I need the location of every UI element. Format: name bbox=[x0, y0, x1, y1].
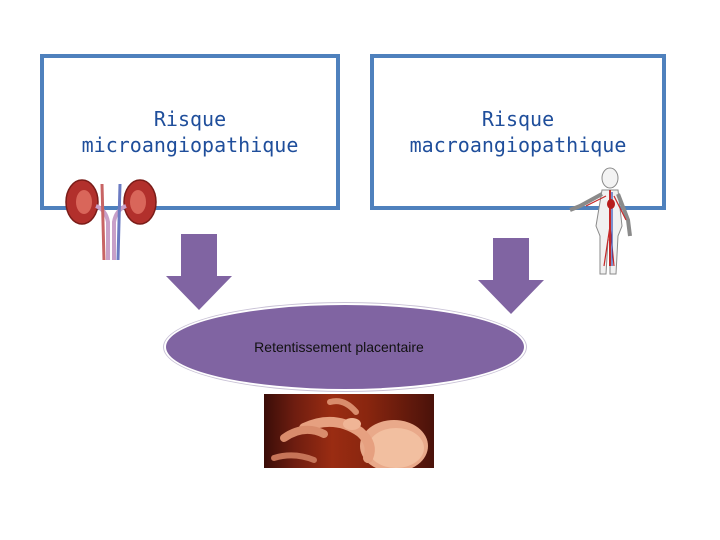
macroangiopathy-title: Risque macroangiopathique bbox=[409, 107, 627, 157]
microangiopathy-title: Risque microangiopathique bbox=[81, 107, 299, 157]
right-down-arrow-icon bbox=[478, 238, 544, 314]
left-down-arrow-icon bbox=[166, 234, 232, 310]
placental-impact-label: Retentissement placentaire bbox=[254, 339, 424, 355]
circulatory-system-icon bbox=[569, 167, 632, 275]
placental-impact-node: Retentissement placentaire bbox=[164, 303, 526, 391]
kidneys-icon bbox=[65, 179, 157, 261]
fetus-image bbox=[264, 394, 434, 468]
